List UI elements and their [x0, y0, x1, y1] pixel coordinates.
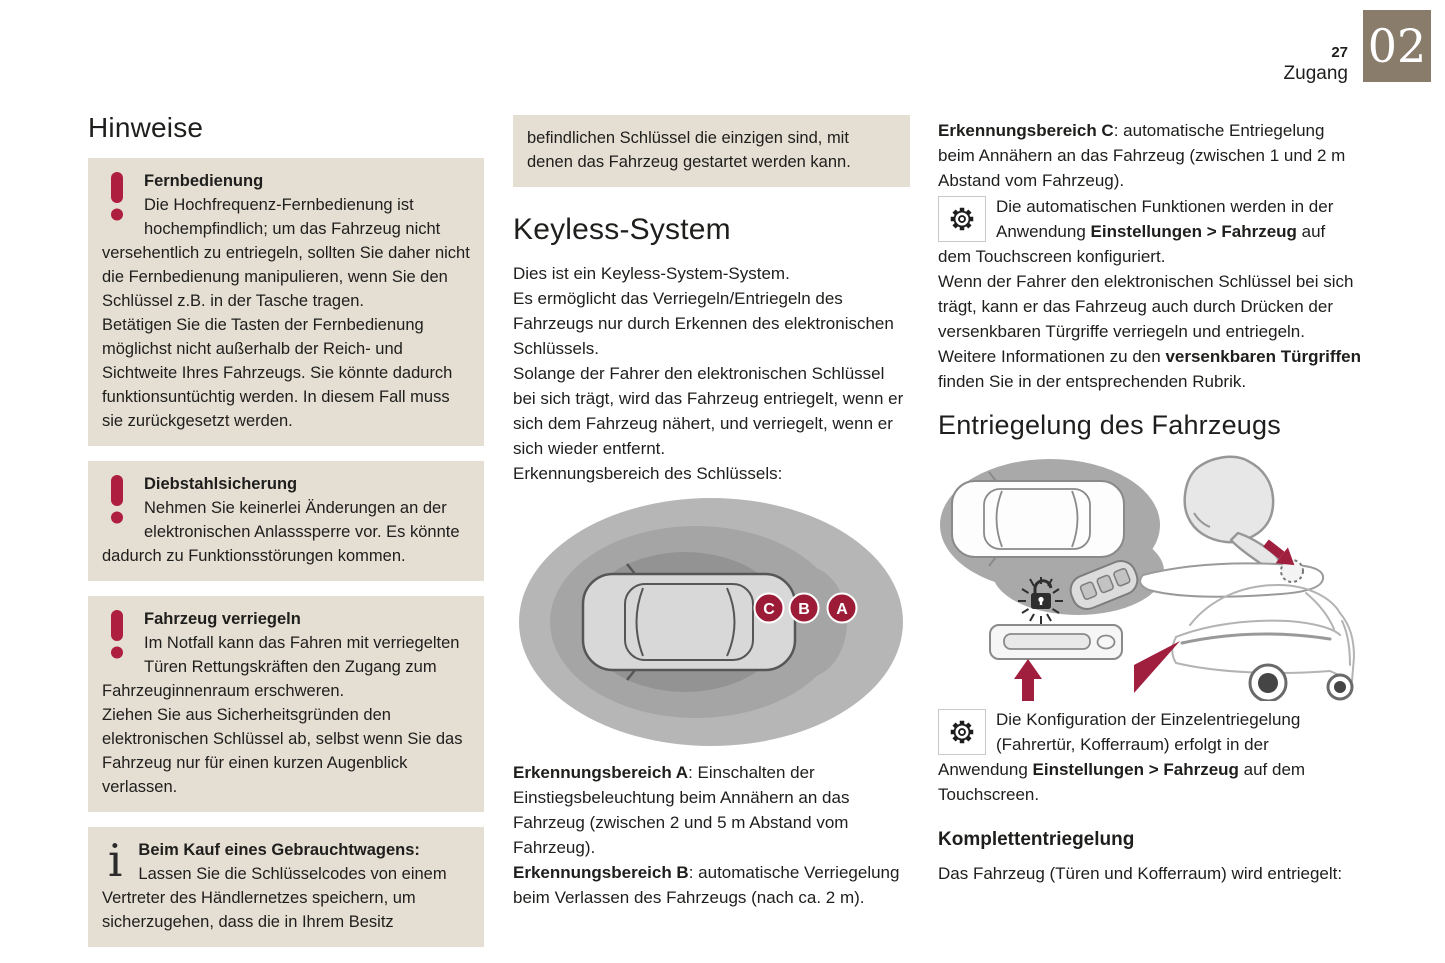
keyless-zones-diagram: C B A	[519, 498, 903, 746]
zone-a-rest: : Einschalten der Einstiegsbeleuchtung b…	[513, 763, 850, 857]
unlocking-illustrations	[940, 455, 1355, 701]
warning-icon	[111, 172, 123, 221]
zone-b-description: Erkennungsbereich B: automatische Verrie…	[513, 860, 910, 910]
rear-car-illustration	[1134, 584, 1355, 701]
settings-note-automatic-functions: Die automatischen Funktionen werden in d…	[938, 194, 1362, 269]
note-title: Diebstahlsicherung	[144, 475, 298, 493]
note-body: befindlichen Schlüssel die einzigen sind…	[527, 129, 851, 171]
subheading-komplettentriegelung: Komplettentriegelung	[938, 829, 1135, 850]
zone-badge-a	[826, 592, 858, 624]
boot-pointer-wedge	[1134, 641, 1180, 693]
zone-badge-b-label: B	[798, 601, 810, 618]
zone-b-rest: : automatische Verriegelung beim Verlass…	[513, 863, 900, 907]
note-body: Nehmen Sie keinerlei Änderungen an der e…	[102, 499, 460, 565]
gear-note-pre: Die Konfiguration der Einzelentriegelung…	[938, 710, 1301, 779]
unlock-icon	[1018, 577, 1063, 624]
heading-keyless-system: Keyless-System	[513, 213, 731, 246]
right-column: Erkennungsbereich C: automatische Entrie…	[938, 118, 1362, 886]
note-box-used-car: i Beim Kauf eines Gebrauchtwagens: Lasse…	[88, 827, 484, 947]
zone-badge-c-label: C	[763, 601, 775, 618]
note-box-anti-theft: Diebstahlsicherung Nehmen Sie keinerlei …	[88, 461, 484, 581]
note-box-carryover: befindlichen Schlüssel die einzigen sind…	[513, 115, 910, 187]
zone-c-description: Erkennungsbereich C: automatische Entrie…	[938, 118, 1362, 193]
door-handles-paragraph: Wenn der Fahrer den elektronischen Schlü…	[938, 272, 1354, 341]
zone-c-rest: : automatische Entriegelung beim Annäher…	[938, 121, 1346, 190]
more-info-post: finden Sie in der entsprechenden Rubrik.	[938, 372, 1247, 391]
heading-entriegelung: Entriegelung des Fahrzeugs	[938, 410, 1281, 440]
middle-column: befindlichen Schlüssel die einzigen sind…	[513, 115, 910, 910]
note-body: Lassen Sie die Schlüsselcodes von einem …	[102, 865, 447, 931]
zone-b-lead: Erkennungsbereich B	[513, 863, 689, 882]
more-info-pre: Weitere Informationen zu den	[938, 347, 1166, 366]
more-info-paragraph: Weitere Informationen zu den versenkbare…	[938, 344, 1362, 394]
chapter-number-box: 02	[1363, 10, 1431, 82]
note-title: Beim Kauf eines Gebrauchtwagens:	[138, 841, 420, 859]
note-title: Fahrzeug verriegeln	[144, 610, 301, 628]
more-info-bold: versenkbaren Türgriffen	[1165, 347, 1361, 366]
zone-c-lead: Erkennungsbereich C	[938, 121, 1114, 140]
boot-button-illustration	[989, 624, 1123, 701]
warning-icon	[111, 610, 123, 659]
zone-a-description: Erkennungsbereich A: Einschalten der Ein…	[513, 760, 910, 860]
section-label: Zugang	[1283, 63, 1348, 84]
info-icon: i	[108, 834, 123, 887]
warning-icon	[111, 475, 123, 524]
press-arrow	[1263, 539, 1295, 566]
complete-unlocking-text: Das Fahrzeug (Türen und Kofferraum) wird…	[938, 864, 1343, 883]
keyless-intro-text: Dies ist ein Keyless-System-System. Es e…	[513, 264, 904, 483]
car-top-view-white	[951, 471, 1125, 567]
hand-press-handle-illustration	[1139, 455, 1325, 598]
zone-badge-a-label: A	[836, 601, 848, 618]
unlock-illustration	[940, 459, 1164, 624]
left-column: Hinweise Fernbedienung Die Hochfrequenz-…	[88, 112, 484, 962]
gear-icon	[938, 196, 986, 242]
car-top-view	[581, 563, 797, 681]
page-number: 27	[1331, 44, 1348, 61]
note-title: Fernbedienung	[144, 172, 264, 190]
gear-note-post: auf dem Touchscreen.	[938, 760, 1306, 804]
gear-icon	[938, 709, 986, 755]
zone-a-lead: Erkennungsbereich A	[513, 763, 689, 782]
key-fob	[1069, 560, 1139, 610]
heading-hinweise: Hinweise	[88, 112, 204, 143]
chapter-number: 02	[1367, 19, 1427, 73]
boot-arrow	[1014, 659, 1042, 701]
note-box-remote-control: Fernbedienung Die Hochfrequenz-Fernbedie…	[88, 158, 484, 446]
note-body: Die Hochfrequenz-Fernbedienung ist hoche…	[102, 196, 470, 430]
gear-note-bold: Einstellungen > Fahrzeug	[1032, 760, 1239, 779]
note-body: Im Notfall kann das Fahren mit verriegel…	[102, 634, 463, 796]
gear-note-post: auf dem Touchscreen konfiguriert.	[938, 222, 1326, 266]
settings-note-single-unlocking: Die Konfiguration der Einzelentriegelung…	[938, 707, 1362, 807]
gear-note-bold: Einstellungen > Fahrzeug	[1090, 222, 1297, 241]
note-box-lock-vehicle: Fahrzeug verriegeln Im Notfall kann das …	[88, 596, 484, 812]
press-point	[1280, 559, 1304, 583]
zone-badge-b	[788, 592, 820, 624]
zone-badge-c	[753, 592, 785, 624]
gear-note-pre: Die automatischen Funktionen werden in d…	[996, 197, 1334, 241]
